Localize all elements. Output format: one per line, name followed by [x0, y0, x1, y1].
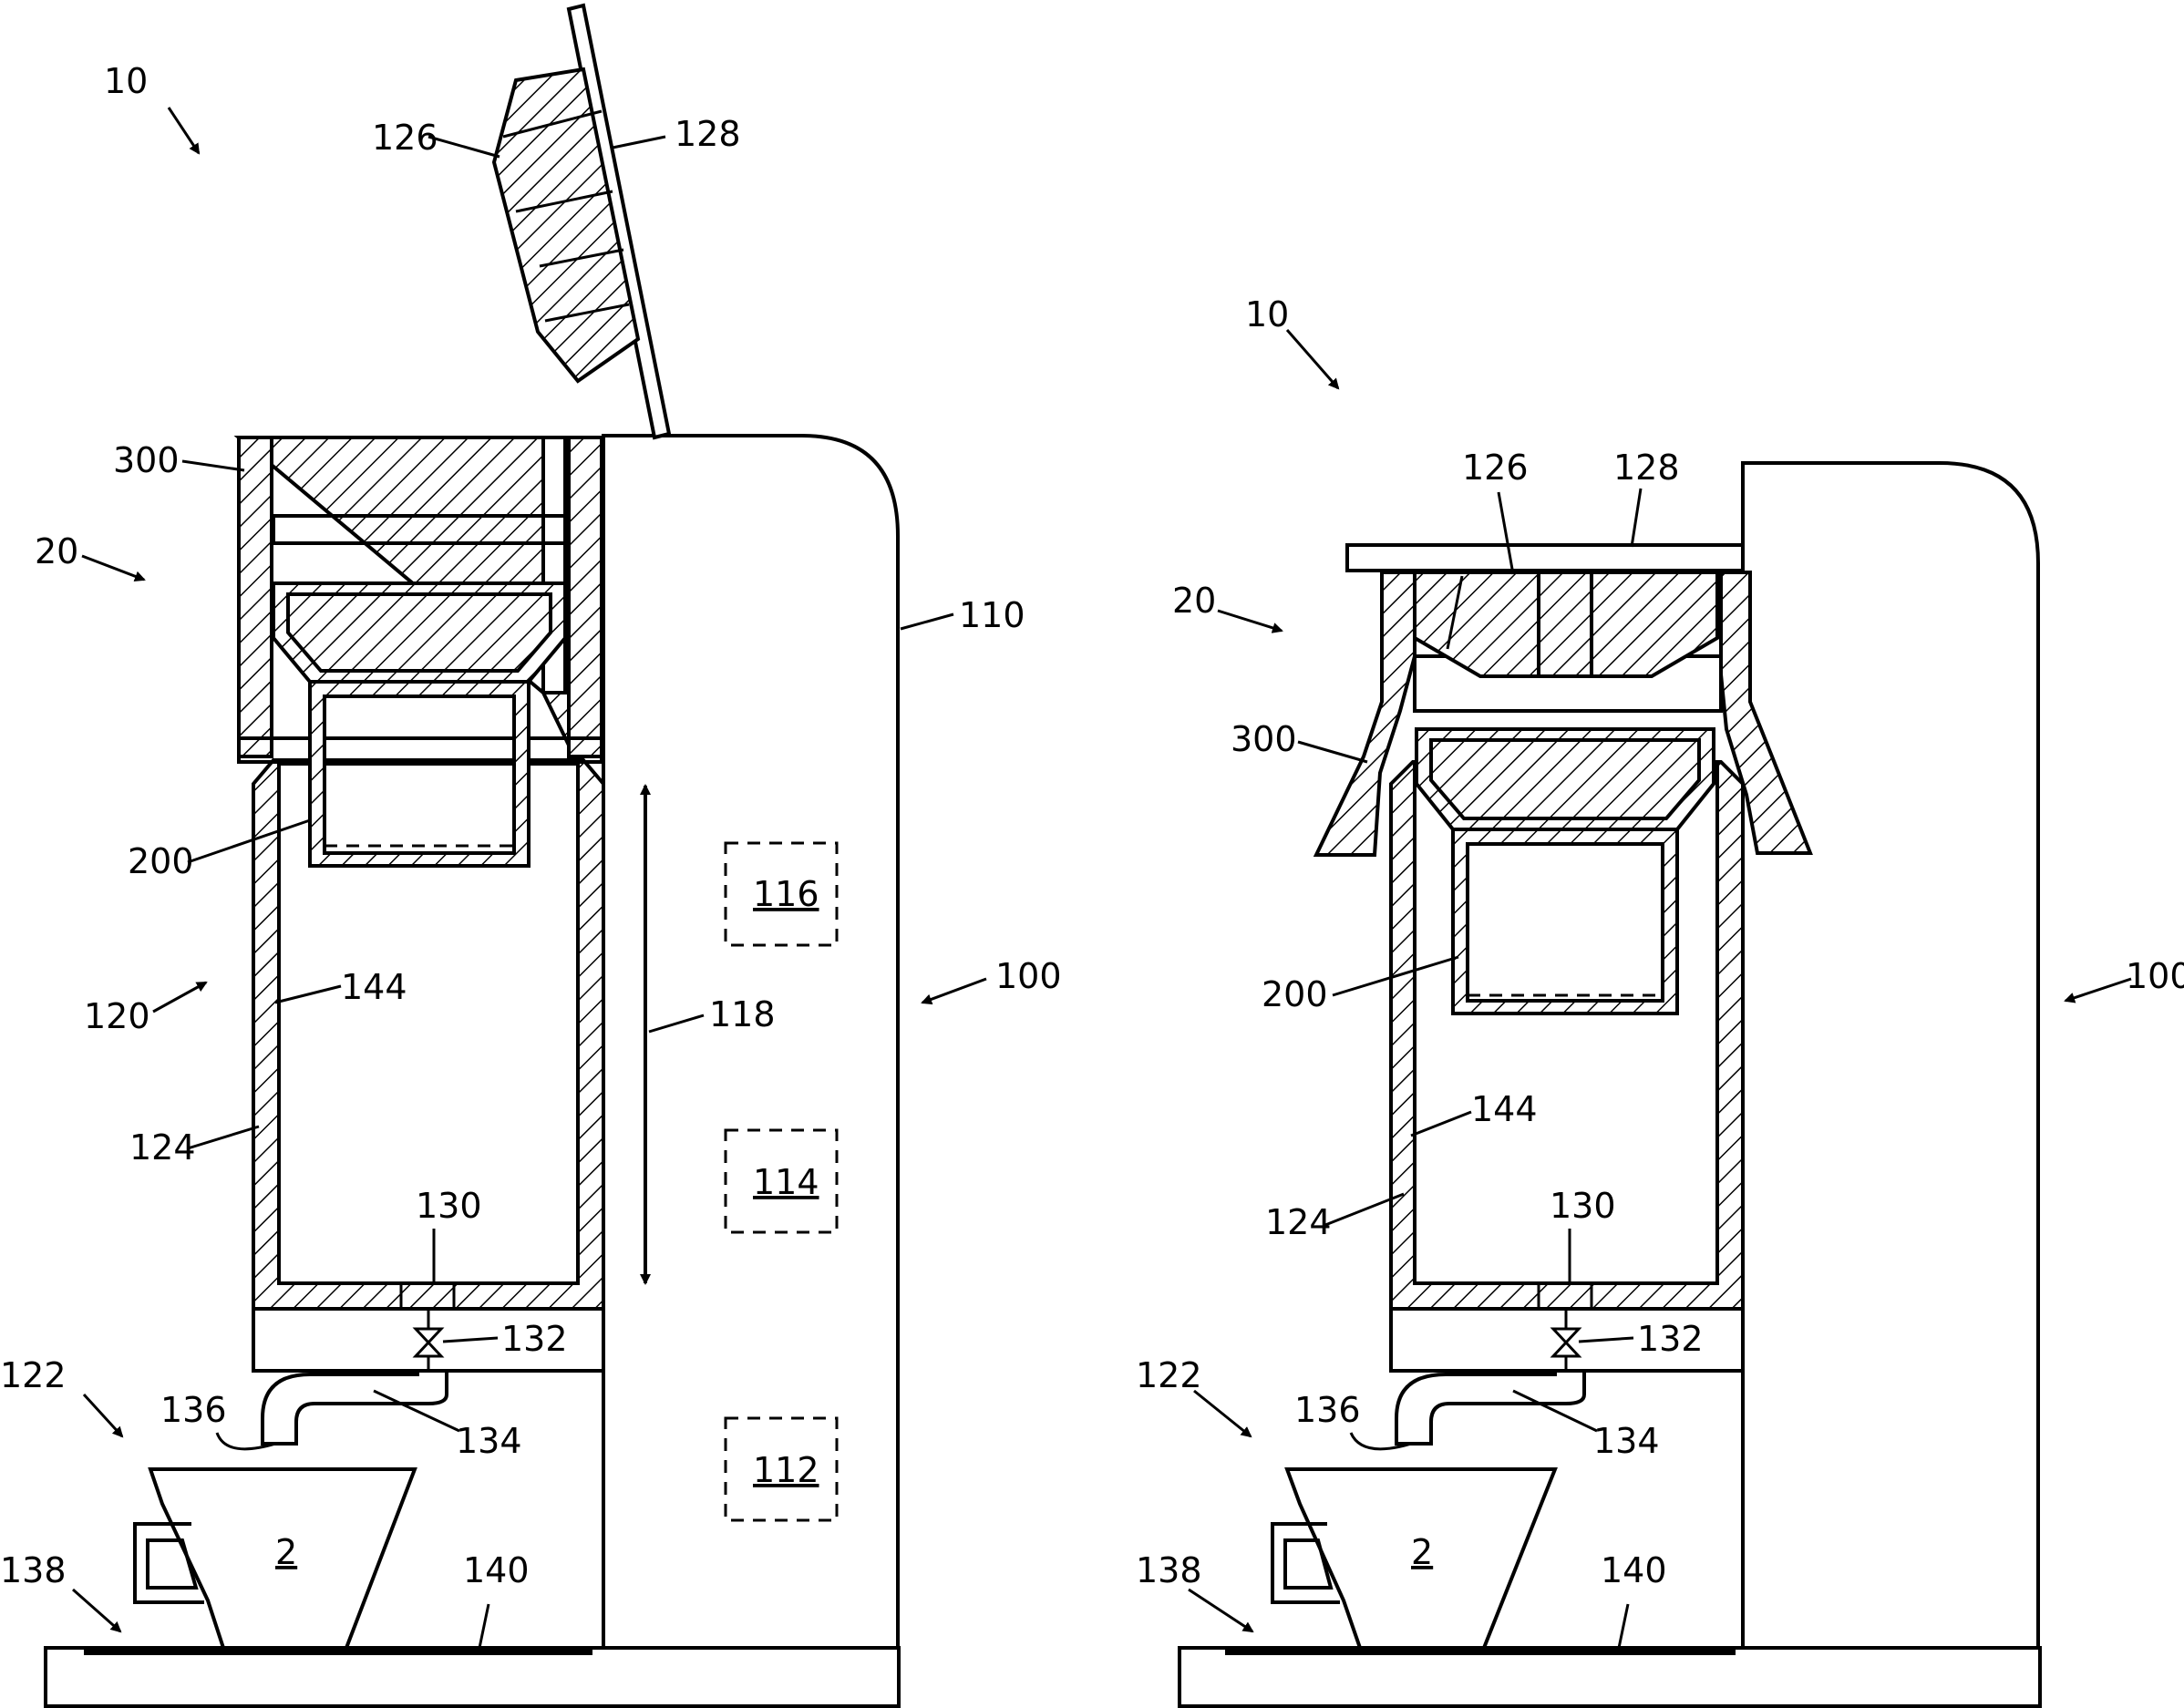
right-label-20: 20	[1172, 581, 1216, 621]
left-box-116	[724, 841, 839, 947]
right-cup-handle	[1271, 1522, 1340, 1604]
right-label-140: 140	[1601, 1550, 1667, 1590]
left-label-130: 130	[416, 1186, 482, 1226]
right-label-128: 128	[1613, 448, 1680, 488]
right-label-10: 10	[1245, 294, 1289, 334]
left-lid-block-126	[491, 67, 641, 384]
left-cup	[148, 1467, 417, 1650]
right-machine-housing	[1741, 461, 2040, 1650]
left-holder-bottom-ring	[237, 736, 603, 764]
left-leaders	[72, 107, 987, 1649]
right-cup	[1284, 1467, 1558, 1650]
left-label-138: 138	[0, 1550, 67, 1590]
right-label-134: 134	[1593, 1421, 1660, 1461]
left-label-126: 126	[372, 118, 438, 158]
right-label-122: 122	[1136, 1355, 1202, 1395]
left-cup-handle	[133, 1522, 204, 1604]
right-label-144: 144	[1471, 1089, 1538, 1129]
right-lid-block-126	[1413, 571, 1719, 678]
right-valve-132	[1550, 1309, 1582, 1371]
left-base-plate	[44, 1646, 901, 1708]
left-box-112	[724, 1416, 839, 1522]
left-label-2: 2	[275, 1532, 297, 1572]
left-label-100: 100	[995, 956, 1062, 996]
left-box-114	[724, 1128, 839, 1234]
right-figure: 10 126 128 20 300 200 100 144 124 130 13…	[1136, 294, 2184, 1708]
left-label-134: 134	[456, 1421, 522, 1461]
left-label-116: 116	[753, 874, 819, 914]
left-label-10: 10	[104, 61, 148, 101]
left-label-200: 200	[128, 841, 194, 881]
left-lid	[491, 3, 672, 440]
right-label-138: 138	[1136, 1550, 1202, 1590]
right-label-100: 100	[2126, 956, 2184, 996]
right-leaders	[1188, 329, 2132, 1649]
left-capsule-flange	[272, 514, 567, 545]
right-capsule-body	[1451, 828, 1679, 1015]
left-label-114: 114	[753, 1162, 819, 1202]
left-valve-132	[412, 1309, 445, 1371]
right-label-136: 136	[1294, 1390, 1361, 1430]
left-label-122: 122	[0, 1355, 67, 1395]
left-label-124: 124	[129, 1127, 196, 1168]
left-label-118: 118	[709, 994, 776, 1034]
right-spout	[1395, 1371, 1586, 1446]
left-label-20: 20	[35, 531, 78, 571]
left-spout	[261, 1371, 448, 1446]
left-label-144: 144	[341, 967, 407, 1007]
left-label-132: 132	[501, 1319, 568, 1359]
left-label-110: 110	[959, 595, 1025, 635]
right-label-130: 130	[1550, 1186, 1616, 1226]
left-chamber-wall	[252, 758, 605, 1311]
left-label-136: 136	[160, 1390, 227, 1430]
right-lid-plate-128	[1345, 543, 1745, 572]
right-label-300: 300	[1231, 719, 1297, 759]
left-label-112: 112	[753, 1450, 819, 1490]
right-label-200: 200	[1262, 974, 1328, 1014]
right-label-132: 132	[1637, 1319, 1704, 1359]
right-label-126: 126	[1462, 448, 1529, 488]
right-label-124: 124	[1265, 1202, 1332, 1242]
left-label-128: 128	[675, 114, 741, 154]
left-label-140: 140	[463, 1550, 530, 1590]
left-label-300: 300	[113, 440, 180, 480]
right-label-2: 2	[1411, 1532, 1433, 1572]
right-base-plate	[1178, 1646, 2042, 1708]
left-capsule-body	[308, 680, 531, 868]
left-label-120: 120	[84, 996, 150, 1036]
left-figure: 10 126 128 300 20 110 200 116 120 144 11…	[0, 3, 1062, 1708]
left-machine-housing	[602, 434, 900, 1650]
